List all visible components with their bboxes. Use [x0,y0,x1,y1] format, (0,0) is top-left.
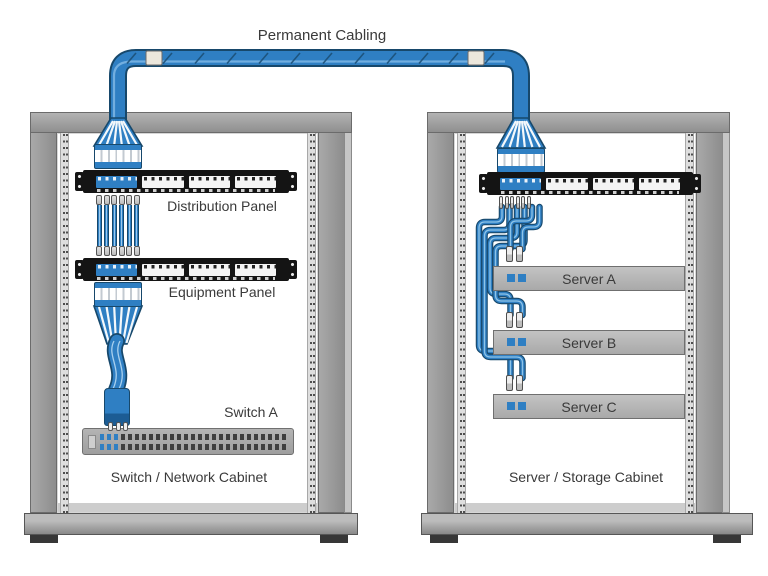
cable-label-band-left [145,50,163,66]
cable-label-band-right [467,50,485,66]
cable-jack [516,375,523,391]
server-a-label: Server A [562,270,616,287]
equipment-trunk-cable [92,305,144,398]
panel-section [638,177,680,190]
server-b-label: Server B [561,334,617,351]
right-cabinet-label: Server / Storage Cabinet [508,469,664,485]
switch-port-row [100,433,287,440]
equipment-panel [75,258,297,281]
trunk-termination-block-right [497,148,545,173]
panel-port-ticks [97,188,275,192]
distribution-panel-label: Distribution Panel [167,198,277,214]
left-cabinet-sill [58,503,317,512]
server-c-jacks [506,375,523,391]
patch-cord [96,195,102,256]
server-b-jacks [506,312,523,328]
equipment-panel-label: Equipment Panel [168,284,276,300]
switch-a-device [82,428,294,455]
panel-section [142,175,184,188]
left-cabinet-rail-right [307,133,316,513]
cable-jack [506,246,513,262]
panel-section [234,175,276,188]
switch-ports [100,433,287,450]
cable-jack [516,246,523,262]
left-cabinet-label: Switch / Network Cabinet [110,469,268,485]
cable-jack [499,196,503,209]
right-cabinet-post-left [427,112,454,513]
cable-jack [506,312,513,328]
switch-a-label: Switch A [224,404,278,420]
distribution-panel [75,170,297,193]
left-cabinet-post-left [30,112,57,513]
cable-jack [506,375,513,391]
cable-jack [516,312,523,328]
panel-section [188,263,230,276]
panel-section [188,175,230,188]
panel-section [234,263,276,276]
right-cabinet-base [421,513,753,535]
cable-jack [521,196,525,209]
right-cabinet-rail-right [685,133,694,513]
panel-section-occupied [96,263,138,276]
right-cabinet-top-bar [427,112,730,133]
panel-port-ticks [97,276,275,280]
server-b: Server B [493,330,685,355]
left-trunk-fanout [92,117,144,147]
panel-section [142,263,184,276]
server-patch-panel [479,172,701,195]
patch-cord [118,195,125,256]
switch-indicator [88,435,96,449]
right-cabinet-foot-right [713,535,741,543]
panel-section [592,177,634,190]
left-cabinet-rail-left [60,133,69,513]
right-cabinet-sill [455,503,695,512]
right-cabinet-rail-left [457,133,466,513]
right-trunk-fanout [495,117,547,149]
left-cabinet-foot-left [30,535,58,543]
patch-cord [111,195,118,256]
permanent-cabling-label: Permanent Cabling [257,27,387,44]
permanent-cable [114,51,521,140]
cable-jack [515,196,520,209]
panel-section-occupied [96,175,138,188]
server-a: Server A [493,266,685,291]
patch-cord [133,195,140,256]
panel-port-ticks [501,190,679,194]
left-cabinet-post-right [318,112,345,513]
switch-port-row [100,443,287,450]
server-ports [507,338,526,346]
cable-twist-hatching [126,52,495,65]
panel-section-occupied [500,177,542,190]
panel-section [546,177,588,190]
left-cabinet-base [24,513,358,535]
left-cabinet-foot-right [320,535,348,543]
trunk-termination-block-left [94,144,142,169]
server-ports [507,402,526,410]
patch-cords [96,195,140,256]
trunk-plug [104,388,130,431]
server-c-label: Server C [561,398,617,415]
cable-jack [504,196,509,209]
server-a-jacks [506,246,523,262]
patch-cord [126,195,133,256]
right-cabinet-interior [454,133,696,513]
right-cabinet-foot-left [430,535,458,543]
panel-jacks [499,196,531,209]
server-c: Server C [493,394,685,419]
server-ports [507,274,526,282]
trunk-termination-block-equipment [94,282,142,307]
cable-jack [526,196,531,209]
patch-cord [103,195,110,256]
cable-jack [510,196,514,209]
plug-prongs [108,422,128,431]
